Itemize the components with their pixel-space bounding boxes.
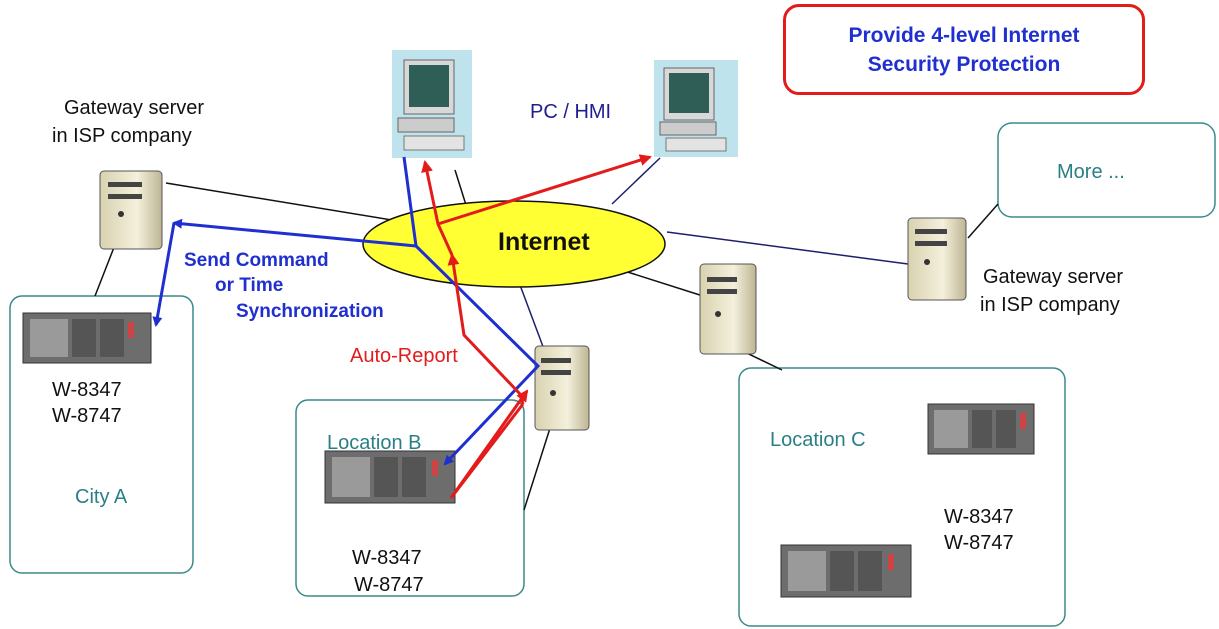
send-command-line-1: Send Command [184, 250, 329, 271]
security-callout: Provide 4-level Internet Security Protec… [783, 4, 1145, 95]
pc-icon [392, 50, 472, 158]
callout-line-1: Provide 4-level Internet [848, 23, 1080, 47]
callout-line-2: Security Protection [867, 52, 1061, 76]
controller-device-icon [22, 312, 152, 364]
controller-device-icon [780, 544, 912, 598]
location-c-name: Location C [770, 429, 866, 451]
more-label: More ... [1057, 161, 1125, 183]
command-arrows [152, 156, 541, 466]
controller-device-icon [927, 403, 1035, 455]
pc-icon [654, 60, 738, 157]
gateway-right-line-1: Gateway server [983, 266, 1124, 288]
location-c-box [738, 367, 1066, 627]
location-b-box [295, 399, 525, 597]
internet-label: Internet [498, 228, 590, 256]
send-command-line-2: or Time [215, 275, 284, 296]
report-arrows [421, 154, 652, 499]
server-icon [99, 170, 163, 250]
server-icon [699, 263, 757, 355]
city-a-name: City A [75, 486, 128, 508]
city-a-model-1: W-8347 [52, 379, 122, 401]
city-a-model-2: W-8747 [52, 405, 122, 427]
location-b-model-2: W-8747 [354, 574, 424, 596]
auto-report-label: Auto-Report [350, 345, 458, 367]
server-icon [907, 217, 967, 301]
gateway-left-line-2: in ISP company [52, 125, 192, 147]
location-b-model-1: W-8347 [352, 547, 422, 569]
location-c-model-2: W-8747 [944, 532, 1014, 554]
server-icon [534, 345, 590, 431]
more-box [997, 122, 1216, 218]
location-b-name: Location B [327, 432, 422, 454]
gateway-left-line-1: Gateway server [64, 97, 205, 119]
location-c-model-1: W-8347 [944, 506, 1014, 528]
city-a-box [9, 295, 194, 574]
send-command-line-3: Synchronization [236, 301, 384, 322]
controller-device-icon [324, 450, 456, 504]
pc-hmi-label: PC / HMI [530, 101, 612, 123]
gateway-right-line-2: in ISP company [980, 294, 1120, 316]
